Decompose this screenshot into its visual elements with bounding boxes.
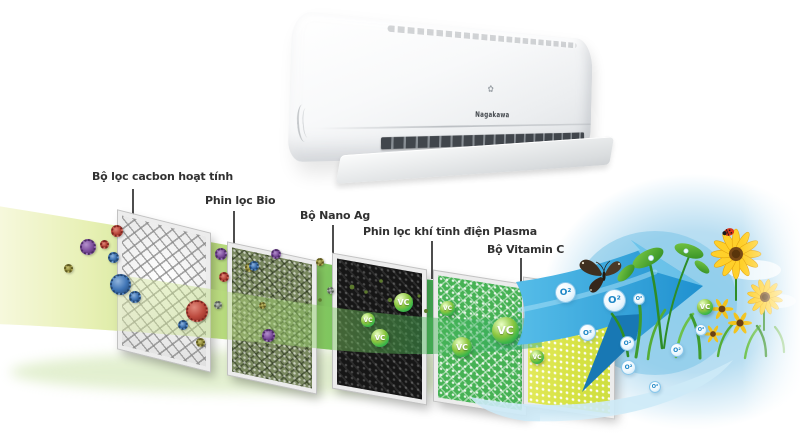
oxygen-bubble: O²	[579, 324, 596, 341]
virus-particle	[215, 248, 227, 260]
vc-bubble: VC	[530, 350, 544, 364]
leader-line-bio	[233, 211, 235, 252]
label-filter-plasma: Phin lọc khí tĩnh điện Plasma	[363, 225, 537, 238]
oxygen-bubble: O²	[621, 360, 636, 375]
virus-particle	[178, 320, 188, 330]
virus-particle	[271, 249, 281, 259]
ac-side-detail	[295, 104, 311, 143]
virus-particle	[249, 261, 259, 271]
water-droplet	[683, 248, 689, 254]
leader-line-nano-ag	[332, 225, 334, 263]
leader-line-carbon	[132, 189, 134, 223]
vc-bubble: VC	[361, 313, 375, 327]
virus-particle	[214, 301, 222, 309]
virus-particle	[259, 302, 266, 309]
dust-specks	[318, 279, 428, 313]
oxygen-bubble: O²	[649, 381, 661, 393]
oxygen-bubble: O²	[620, 336, 635, 351]
stream-front-overlay	[0, 258, 542, 355]
oxygen-bubble: O²	[695, 324, 707, 336]
vc-bubble: VC	[452, 337, 472, 357]
virus-particle	[111, 225, 123, 237]
virus-particle	[129, 291, 141, 303]
oxygen-bubble: O²	[555, 282, 576, 303]
virus-particle	[186, 300, 208, 322]
virus-particle	[110, 274, 131, 295]
clean-air-arrow	[516, 240, 703, 392]
virus-particle	[64, 264, 73, 273]
oxygen-bubble: O²	[603, 289, 626, 312]
brand-logo-icon: ✿	[487, 83, 494, 95]
leader-line-vitamin-c	[520, 258, 522, 285]
label-filter-vitamin-c: Bộ Vitamin C	[487, 243, 565, 256]
vc-bubble: VC	[492, 317, 519, 344]
virus-particle	[196, 338, 205, 347]
vc-bubble: VC	[371, 329, 389, 347]
leaves	[617, 243, 710, 282]
brand-name: Nagakawa	[475, 111, 510, 121]
vc-bubble: VC	[697, 299, 713, 315]
label-filter-nano-ag: Bộ Nano Ag	[300, 209, 371, 222]
clean-air-swoosh	[470, 360, 733, 422]
virus-particle	[100, 240, 109, 249]
label-filter-bio: Phin lọc Bio	[205, 194, 276, 207]
coneflower	[710, 298, 734, 320]
ac-panel-seam	[319, 123, 591, 130]
butterfly-icon	[579, 259, 622, 293]
oxygen-bubble: O²	[670, 343, 684, 357]
virus-particle	[262, 329, 275, 342]
virus-particle	[80, 239, 96, 255]
label-filter-carbon: Bộ lọc cacbon hoạt tính	[92, 170, 233, 183]
leader-line-plasma	[431, 241, 433, 279]
vc-bubble: VC	[394, 293, 413, 312]
oxygen-bubble: O²	[633, 293, 645, 305]
virus-particle	[219, 272, 229, 282]
virus-particle	[316, 258, 324, 266]
virus-particle	[327, 287, 334, 294]
vc-bubble: VC	[440, 301, 455, 316]
ladybug-icon	[722, 228, 735, 236]
water-droplet	[648, 255, 654, 261]
virus-particle	[108, 252, 119, 263]
